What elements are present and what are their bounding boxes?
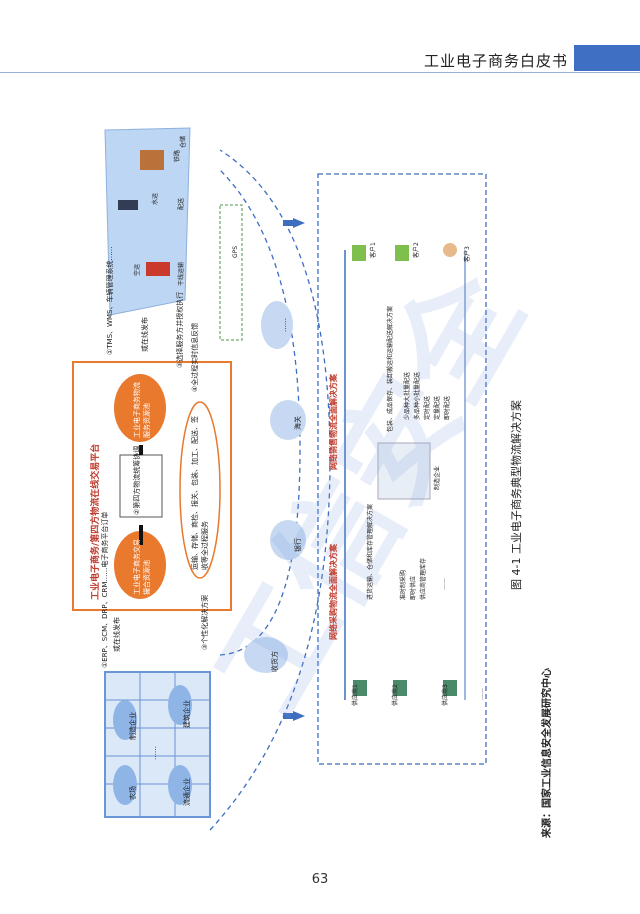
page-number: 63 [311,872,329,887]
supplier-icon-2 [393,680,407,696]
node-etc [261,301,293,349]
supplier-2: 供应商2 [392,684,399,706]
sales-solution-title: 网络销售物流全面解决方案 [329,374,338,470]
logistics-water: 水运 [152,192,159,205]
note-erp: ①ERP、SCM、DRP、CRM……电子商务平台订单 [101,511,109,668]
customer-3: 客户3 [464,246,471,262]
supplier-3: 供应商3 [442,684,449,706]
purchase-item-1: 进货运输、仓储和库存管理解决方案 [367,503,374,600]
customer-icon-2 [395,245,409,261]
node-bank-label: 银行 [294,538,302,552]
logistics-air: 空运 [134,263,141,276]
logistics-pool-label: 工业电子商务物流服务资源池 [133,382,151,438]
logistics-delivery: 配送 [178,197,185,210]
gps-label: GPS [232,245,239,258]
sales-item-2: 少品种大批量配送 [404,371,411,420]
note-feedback: ④全过程实时信息反馈 [191,322,199,392]
note-tms: ①TMS、WMS、车辆管理系统…… [106,246,114,355]
enterprise-distribution: 流通企业 [183,778,191,806]
note-select: ③选择服务方并授权执行 [176,291,184,368]
arrow-right-bottom [293,711,305,721]
customer-2: 客户2 [413,242,420,258]
factory-box [377,442,431,500]
services-ellipse [179,401,221,579]
enterprise-node-4 [168,765,192,805]
node-receiver [244,637,288,673]
page-header-title: 工业电子商务白皮书 [423,52,568,70]
node-customs-label: 海关 [294,416,302,430]
purchase-item-5: …… [440,578,447,590]
enterprise-farm: 农场 [129,786,137,800]
sales-item-5: 定量配送 [434,395,441,420]
header-accent-bar [574,45,640,71]
figure-caption: 图 4-1 工业电子商务典型物流解决方案 [510,400,523,590]
node-bank [270,520,306,560]
sales-item-6: 即时配送 [444,395,451,420]
truck-icon [146,262,170,276]
enterprise-construction: 建筑企业 [183,700,191,728]
logistics-rail: 铁路 [174,149,181,162]
platform-box [72,361,232,611]
customer-icon-3 [443,243,457,257]
purchase-item-2: 准时制采购 [400,569,407,600]
supplier-more: …… [478,688,485,700]
arc-outer [219,169,301,656]
arrow-right-top [293,218,305,228]
customer-1: 客户1 [370,242,377,258]
enterprise-node-3 [113,765,137,805]
note-online-2: 或在线发布 [141,317,149,352]
enterprise-node-1 [113,700,137,740]
supplier-1: 供应商1 [352,684,359,706]
purchase-solution-title: 网络采购物流全面解决方案 [329,544,338,640]
header-rule [0,72,640,73]
sales-item-4: 定时配送 [424,395,431,420]
node-receiver-label: 收货方 [271,651,279,672]
logistics-pool [114,374,166,442]
purchase-item-3: 即时供应 [410,575,417,600]
sales-item-3: 多品种小批量配送 [414,371,421,420]
enterprise-manufacturing: 制造企业 [129,712,137,740]
ship-icon [118,200,138,210]
sales-item-1: 包装、成品保存、装卸搬运和运输配送解决方案 [387,305,394,432]
figure-source: 来源：国家工业信息安全发展研究中心 [542,668,553,838]
node-etc-label: …… [280,318,288,332]
enterprise-node-2 [168,685,192,725]
customer-icon-1 [352,245,366,261]
note-online: 或在线发布 [113,617,121,652]
manufacturer-label: 制造企业 [434,465,441,490]
warehouse-icon [140,150,164,170]
solution-box [317,173,487,765]
purchase-item-4: 供应商管理库存 [420,557,427,600]
trade-pool-label: 工业电子商务交易撮合资源池 [133,539,151,595]
trade-pool [114,531,166,599]
logistics-storage: 仓储 [180,135,187,148]
logistics-trunk: 干线运输 [178,261,185,286]
enterprise-more: …… [150,746,158,760]
services-label: 运输、存储、商检、报关、包装、加工、配送、签收等全过程服务 [191,416,209,570]
supplier-icon-1 [353,680,367,696]
note-custom: ③个性化解决方案 [201,594,209,650]
gps-column [219,204,243,341]
arc-outer-2 [209,149,331,831]
coordination-label: ②第四方物流统筹协调 [133,445,141,515]
node-customs [270,400,306,440]
supplier-icon-3 [443,680,457,696]
